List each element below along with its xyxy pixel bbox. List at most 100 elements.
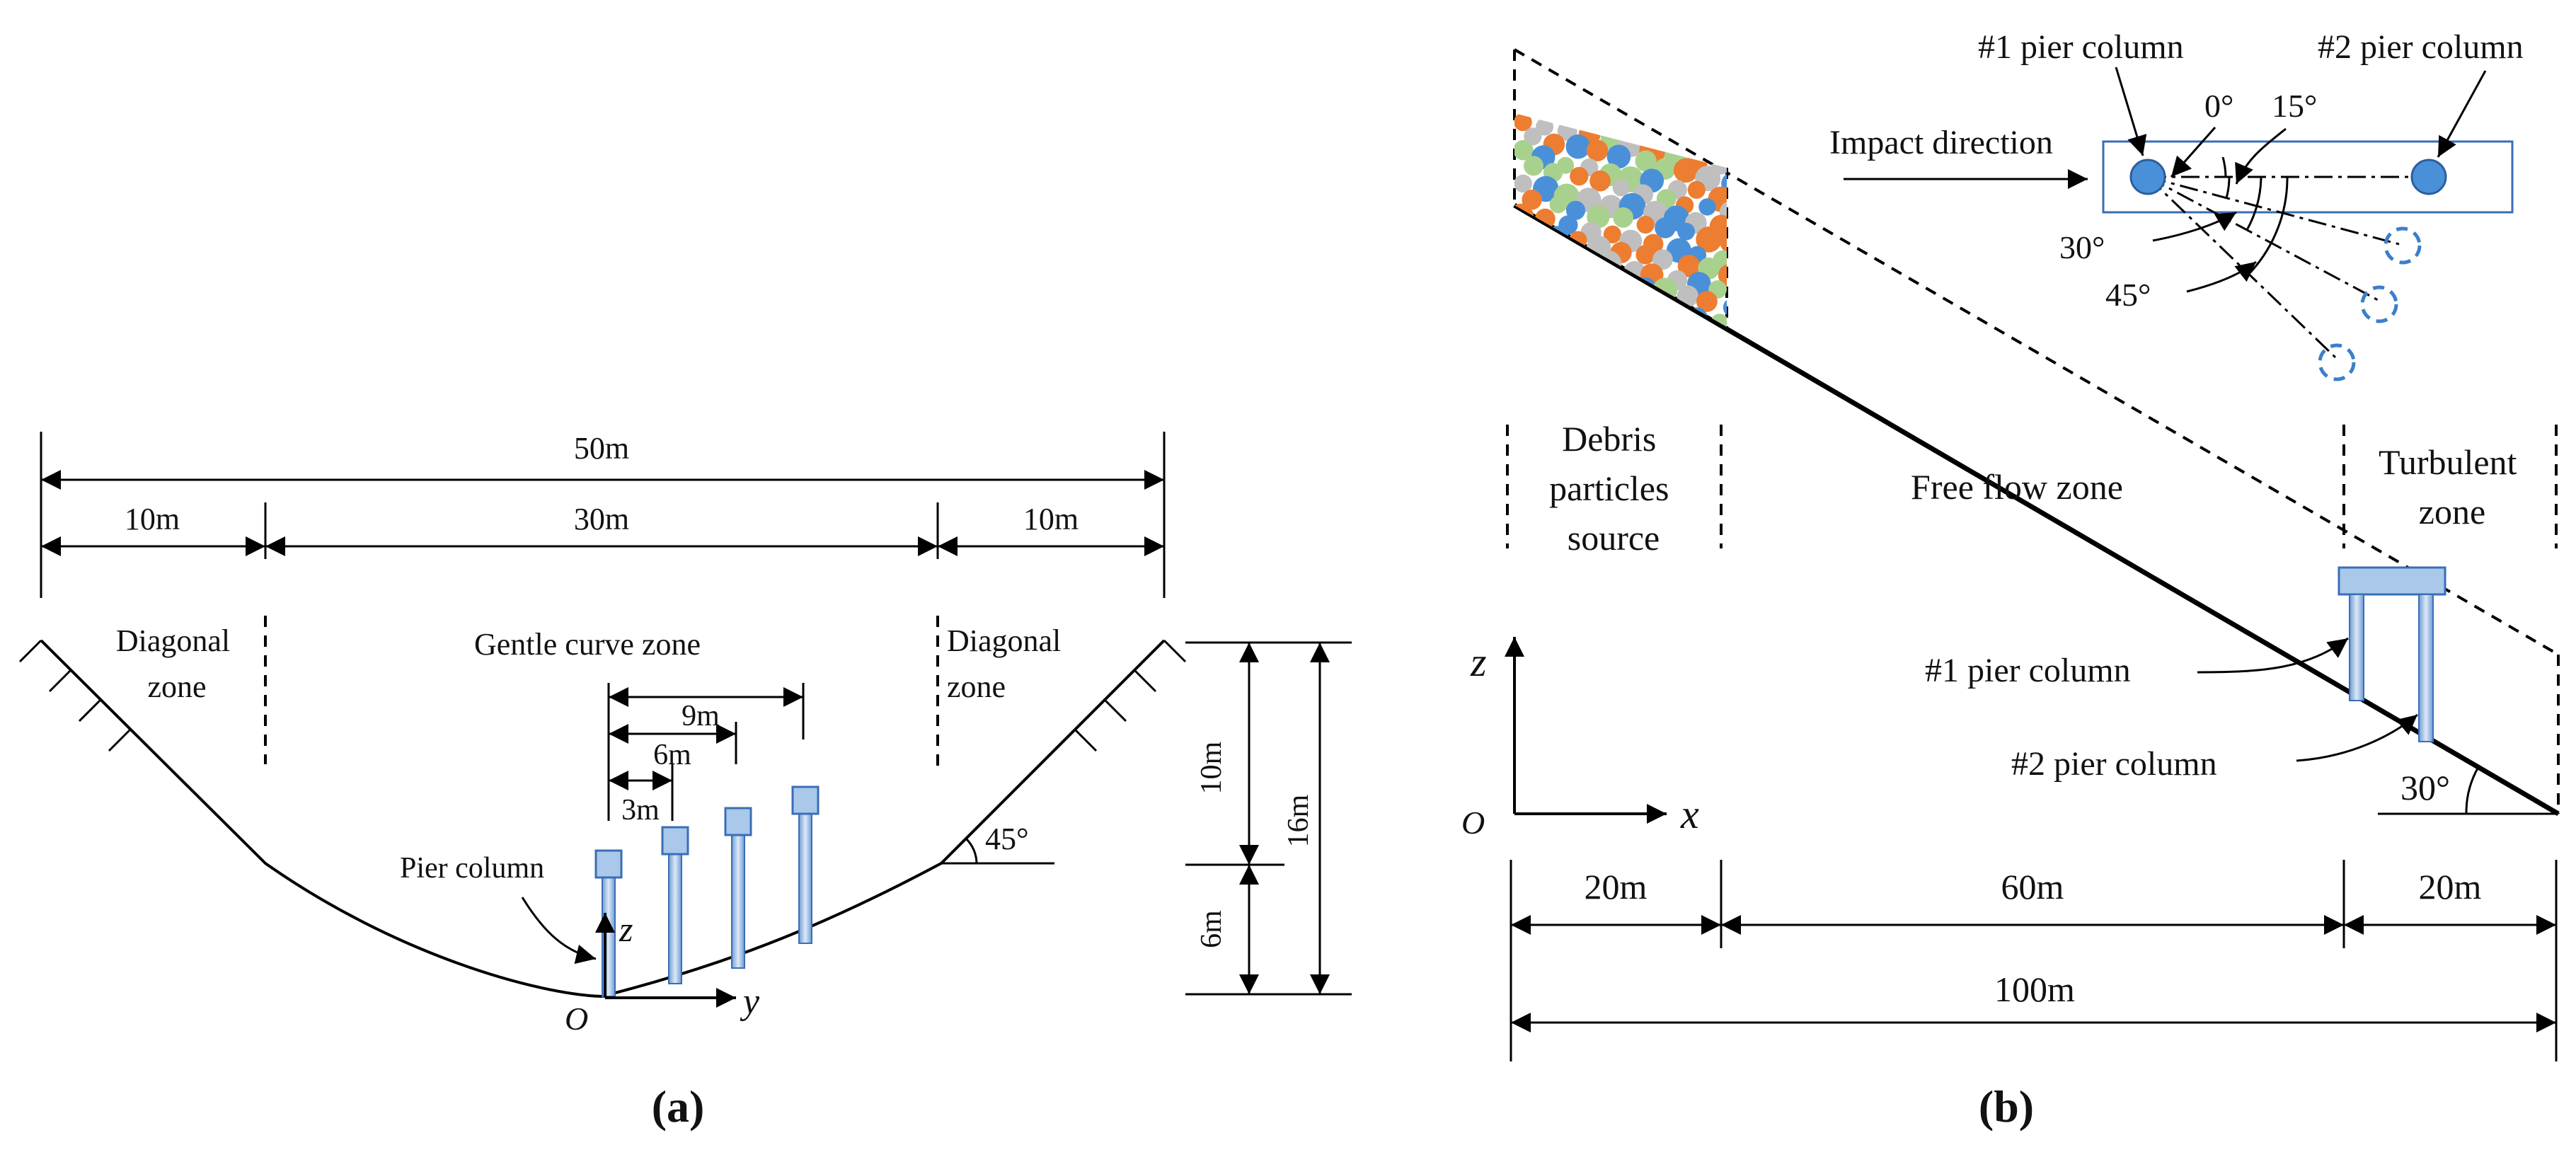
pier-2-label: #2 pier column [2011, 745, 2217, 783]
debris-particle [1696, 291, 1718, 312]
angle-45-label: 45° [985, 822, 1029, 856]
slope-angle-arc [2465, 766, 2480, 814]
debris-particle [1612, 179, 1630, 197]
inset-pier-2 [2410, 159, 2447, 195]
debris-particle [1520, 249, 1542, 272]
debris-particle [1536, 301, 1556, 320]
pier-2-leader [2296, 713, 2418, 762]
debris-particle [1652, 249, 1673, 270]
debris-particle [1514, 294, 1539, 321]
debris-particle [1565, 134, 1591, 159]
debris-particle [1609, 332, 1629, 352]
length-20m-left-label: 20m [1585, 867, 1648, 906]
turbulent-zone-label: Turbulent zone [2379, 442, 2526, 531]
debris-particle [1522, 190, 1542, 210]
angle-0-label: 0° [2204, 88, 2233, 124]
left-diagonal-zone-label: Diagonal zone [116, 623, 238, 704]
debris-particle [1613, 207, 1634, 228]
debris-particle [1549, 195, 1567, 214]
debris-particle [1514, 139, 1534, 161]
length-dimensions [1510, 860, 2558, 1061]
pier-column-label: Pier column [400, 852, 544, 885]
bridge-deck [2338, 566, 2446, 596]
gentle-curve-zone-label: Gentle curve zone [474, 627, 701, 662]
angle-30-label: 30° [2059, 229, 2105, 265]
b-x-axis-label: x [1680, 791, 1699, 837]
length-60m-label: 60m [2001, 867, 2064, 906]
y-axis-label: y [740, 982, 760, 1022]
b-z-axis-label: z [1470, 639, 1487, 685]
origin-label: O [565, 1001, 588, 1037]
right-diagonal-zone-label: Diagonal zone [947, 623, 1069, 704]
debris-particle [1580, 284, 1597, 301]
inset-pier-2-pos-15 [2384, 226, 2422, 265]
angle-30-leader [2152, 211, 2237, 242]
pier-column-4 [791, 785, 820, 944]
source-zone-label: Debris particles source [1549, 419, 1678, 558]
angle-arc [965, 837, 978, 864]
debris-particle [1539, 317, 1567, 327]
spacing-6m-label: 6m [653, 739, 691, 771]
height-6m-label: 6m [1195, 910, 1228, 948]
panel-b: Debris particles source Free flow zone T… [1461, 28, 2560, 1132]
debris-particle [1686, 338, 1709, 361]
left-ground-hatch [18, 639, 132, 752]
debris-particle [1531, 240, 1553, 263]
debris-particle [1523, 313, 1548, 327]
angle-45-leader [2186, 260, 2257, 293]
pier-column-leader [521, 897, 597, 965]
debris-particle [1555, 309, 1579, 327]
width-dimensions [40, 432, 1166, 598]
debris-particle [1559, 277, 1577, 295]
debris-particle [1677, 222, 1696, 241]
debris-particle [1570, 166, 1589, 186]
pier-column-3 [724, 807, 752, 969]
z-axis-label: z [619, 909, 633, 949]
debris-particle [1558, 245, 1577, 263]
debris-particle [1708, 340, 1733, 364]
height-dimensions [1185, 641, 1352, 996]
angle-45-label: 45° [2105, 277, 2151, 313]
panel-a-caption: (a) [652, 1081, 705, 1132]
debris-particle [1647, 325, 1667, 327]
inset-pier-2-label: #2 pier column [2318, 28, 2524, 66]
inset-pier-1-label: #1 pier column [1978, 28, 2184, 66]
right-ground-hatch [1074, 639, 1187, 752]
inset-pier-2-pos-30 [2360, 285, 2398, 323]
right-width-label: 10m [1023, 502, 1079, 536]
debris-particle [1514, 174, 1532, 193]
debris-particle [1609, 272, 1631, 294]
debris-particle [1599, 314, 1624, 327]
debris-particle [1622, 290, 1649, 317]
debris-particle [1673, 158, 1698, 183]
plan-view-inset [2102, 140, 2514, 381]
debris-particle [1723, 298, 1727, 317]
debris-particle [1687, 180, 1706, 199]
debris-particle [1674, 316, 1698, 327]
debris-particle [1589, 170, 1611, 192]
pier-column-2 [661, 826, 689, 984]
debris-particle [1719, 354, 1745, 380]
debris-particle [1603, 225, 1621, 243]
panel-a: 50m 10m 30m 10m Diagonal zone Gentle cur… [18, 431, 1352, 1132]
debris-particle [1698, 198, 1716, 216]
debris-particle [1718, 264, 1727, 287]
pier-2-column [2418, 594, 2434, 742]
height-16m-label: 16m [1282, 794, 1315, 847]
debris-particles [1514, 113, 1745, 380]
middle-width-label: 30m [574, 502, 629, 536]
debris-particle [1524, 221, 1543, 241]
panel-b-caption: (b) [1979, 1081, 2034, 1132]
debris-particle [1524, 127, 1542, 146]
pier-1-leader [2197, 637, 2349, 674]
inset-pier-2-pos-45 [2318, 343, 2356, 381]
debris-particle [1536, 117, 1553, 136]
debris-particle [1566, 295, 1586, 316]
debris-particle [1696, 226, 1722, 253]
debris-particle [1720, 232, 1727, 253]
debris-particle [1621, 321, 1643, 327]
debris-particle [1522, 280, 1544, 302]
debris-particle [1666, 334, 1691, 359]
flow-surface [1513, 48, 2560, 656]
debris-particle [1635, 245, 1655, 265]
